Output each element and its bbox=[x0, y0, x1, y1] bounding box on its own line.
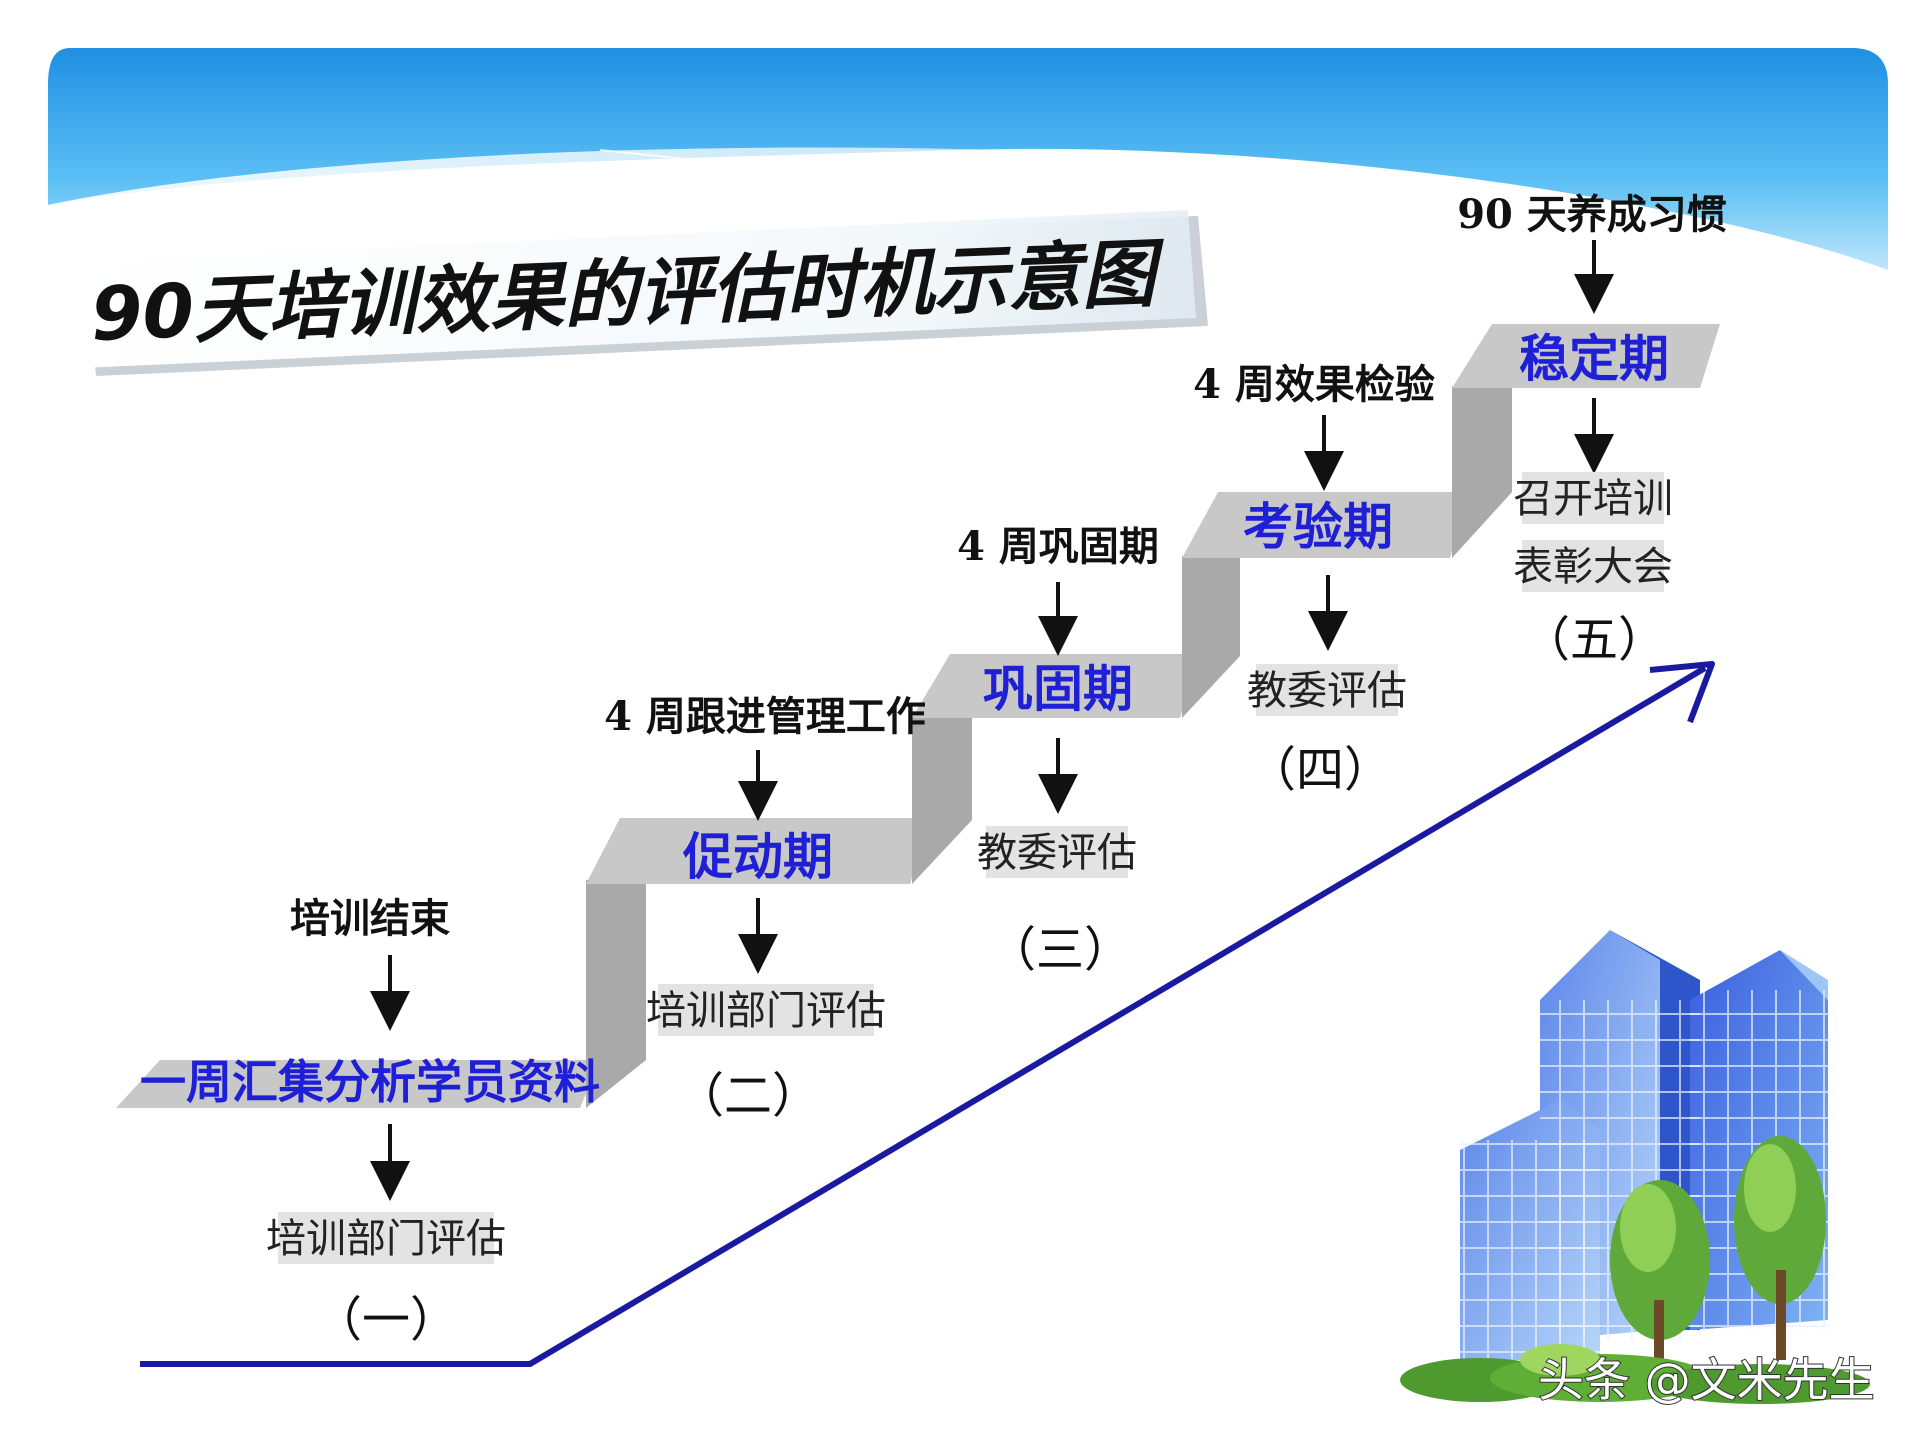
stage-4-name: 考验期 bbox=[1243, 498, 1393, 556]
staircase bbox=[116, 324, 1720, 1108]
step-2-tread bbox=[586, 818, 930, 884]
stage-4-top-label: 4 周效果检验 bbox=[1193, 361, 1435, 408]
building-illustration bbox=[1400, 930, 1870, 1404]
stage-1-top-label: 培训结束 bbox=[290, 895, 450, 942]
step-4-riser bbox=[1452, 386, 1512, 558]
stage-4-eval: 教委评估 bbox=[1247, 668, 1407, 714]
title-banner: 90天培训效果的评估时机示意图 bbox=[72, 210, 1208, 376]
stage-5-name: 稳定期 bbox=[1519, 330, 1669, 388]
stage-1-name: 一周汇集分析学员资料 bbox=[140, 1055, 600, 1109]
stage-2-eval: 培训部门评估 bbox=[646, 988, 886, 1034]
stage-3-number: （三） bbox=[988, 922, 1132, 978]
stage-2-name: 促动期 bbox=[682, 828, 833, 886]
stage-5-eval-line-1: 召开培训 bbox=[1513, 476, 1673, 522]
stage-5-top-label: 90 天养成习惯 bbox=[1457, 191, 1727, 238]
step-2-riser bbox=[912, 716, 972, 884]
watermark: 头条 @文米先生 bbox=[1538, 1353, 1875, 1407]
evaluation-labels: 培训部门评估 培训部门评估 教委评估 教委评估 召开培训 表彰大会 bbox=[266, 472, 1673, 1264]
stage-3-eval: 教委评估 bbox=[977, 830, 1137, 876]
step-1-riser bbox=[586, 880, 646, 1108]
stage-3-name: 巩固期 bbox=[983, 660, 1133, 718]
progress-arrow bbox=[140, 661, 1715, 1367]
stage-1-eval: 培训部门评估 bbox=[266, 1216, 506, 1262]
step-3-tread bbox=[912, 654, 1200, 718]
step-4-tread bbox=[1182, 492, 1470, 558]
step-3-riser bbox=[1182, 556, 1240, 718]
stage-4-number: （四） bbox=[1248, 742, 1392, 798]
arrows-down bbox=[370, 240, 1614, 1201]
stage-2-number: （二） bbox=[676, 1068, 820, 1124]
stage-2-top-label: 4 周跟进管理工作 bbox=[604, 693, 926, 740]
stage-1-number: （一） bbox=[314, 1292, 458, 1348]
step-1-tread bbox=[116, 1060, 600, 1108]
stage-3-top-label: 4 周巩固期 bbox=[957, 523, 1159, 570]
stage-5-number: （五） bbox=[1522, 612, 1666, 668]
step-5-tread bbox=[1452, 324, 1720, 388]
stage-5-eval-line-2: 表彰大会 bbox=[1513, 544, 1673, 590]
